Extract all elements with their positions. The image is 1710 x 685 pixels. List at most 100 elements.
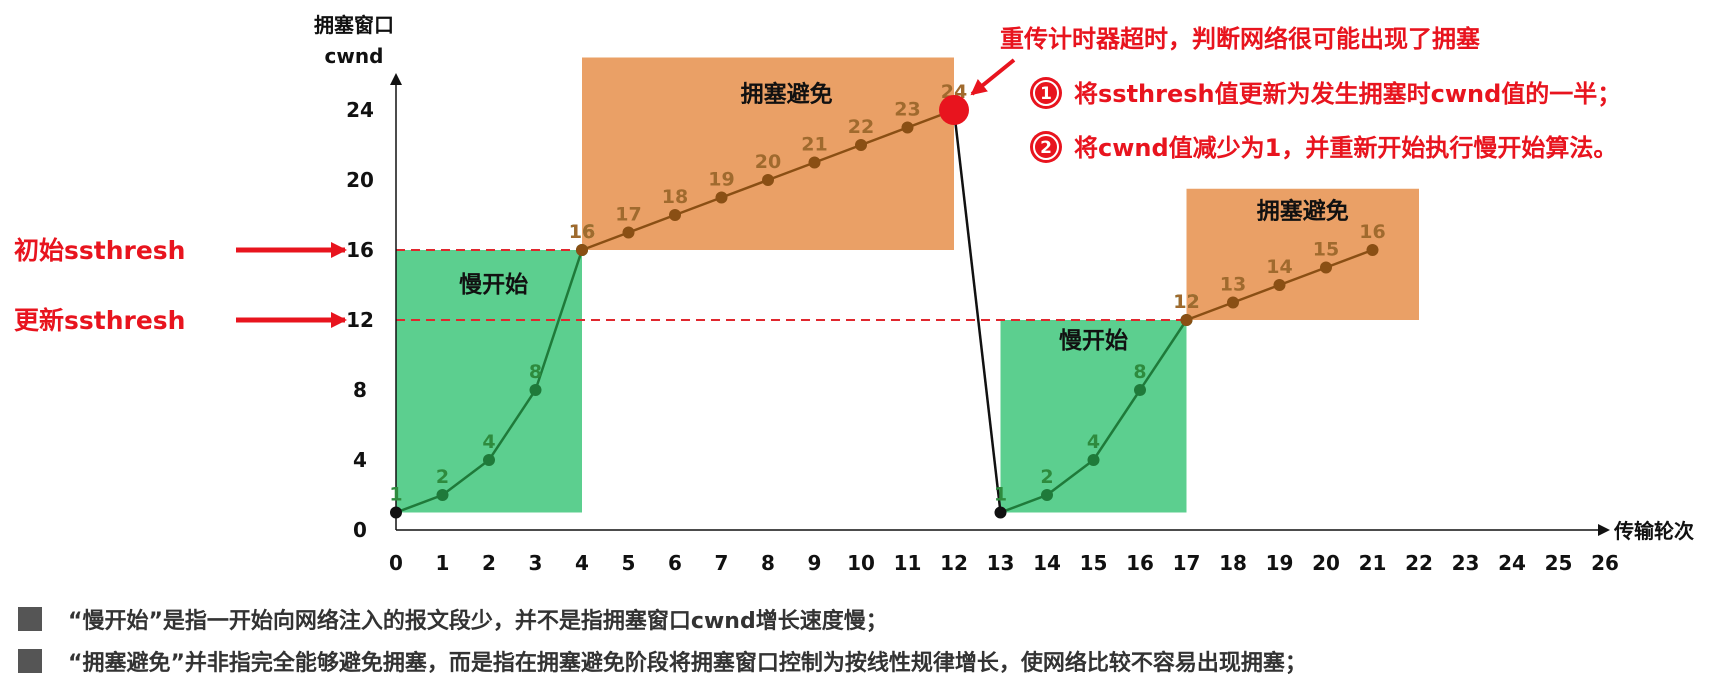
x-tick-22: 22 [1405, 551, 1433, 575]
region-label-2: 慢开始 [1059, 327, 1128, 354]
point-s1-3 [715, 191, 728, 204]
x-tick-2: 2 [482, 551, 496, 575]
point-s1-6 [855, 139, 867, 151]
point-label-s0-0: 1 [389, 484, 402, 506]
x-tick-25: 25 [1545, 551, 1573, 575]
point-label-s0-2: 4 [482, 431, 495, 453]
point-label-s1-3: 19 [708, 169, 734, 191]
point-label-s4-1: 13 [1220, 274, 1246, 296]
point-s1-4 [762, 174, 774, 186]
point-label-s3-4: 12 [1173, 291, 1199, 313]
x-tick-16: 16 [1126, 551, 1154, 575]
x-tick-15: 15 [1080, 551, 1108, 575]
region-congestion-avoidance-3 [1186, 188, 1419, 320]
x-tick-19: 19 [1266, 551, 1294, 575]
x-tick-7: 7 [715, 551, 729, 575]
point-label-s1-6: 22 [848, 116, 874, 138]
y-tick-4: 4 [353, 448, 367, 472]
y-tick-0: 0 [353, 518, 367, 542]
x-tick-21: 21 [1359, 551, 1387, 575]
ssthresh-label-1: 更新ssthresh [14, 306, 185, 335]
step-badge-ring-1 [1033, 80, 1059, 106]
point-s4-4 [1366, 244, 1379, 256]
bullet-square-icon [18, 607, 42, 631]
point-s0-0 [390, 506, 402, 519]
x-tick-11: 11 [894, 551, 922, 575]
point-label-s3-3: 8 [1133, 361, 1146, 383]
step-badge-num-2: 2 [1040, 138, 1052, 158]
point-s1-7 [901, 121, 914, 134]
note-slow-start-text: “慢开始”是指一开始向网络注入的报文段少，并不是指拥塞窗口cwnd增长速度慢； [68, 609, 888, 634]
point-label-s0-1: 2 [436, 466, 449, 488]
x-tick-17: 17 [1173, 551, 1201, 575]
point-label-s3-2: 4 [1087, 431, 1100, 453]
x-tick-23: 23 [1452, 551, 1480, 575]
point-s4-3 [1320, 261, 1332, 274]
annotation-step-1: 将ssthresh值更新为发生拥塞时cwnd值的一半； [1074, 80, 1621, 108]
point-s4-2 [1273, 279, 1286, 291]
point-label-s3-1: 2 [1040, 466, 1053, 488]
point-label-s4-2: 14 [1266, 256, 1292, 278]
point-label-s1-4: 20 [755, 151, 781, 173]
point-label-s1-0: 16 [569, 221, 595, 243]
point-label-s4-0: 12 [1173, 291, 1199, 313]
step-badge-ring-2 [1033, 134, 1059, 160]
region-slow-start-0 [396, 250, 582, 513]
y-tick-24: 24 [346, 98, 374, 122]
x-tick-6: 6 [668, 551, 682, 575]
x-tick-9: 9 [808, 551, 822, 575]
x-tick-26: 26 [1591, 551, 1619, 575]
region-label-0: 慢开始 [459, 271, 528, 298]
y-axis-title-line2: cwnd [325, 44, 384, 68]
region-slow-start-2 [1000, 320, 1187, 513]
point-s4-0 [1180, 314, 1193, 326]
x-tick-14: 14 [1033, 551, 1061, 575]
annotation-step-2: 将cwnd值减少为1，并重新开始执行慢开始算法。 [1074, 134, 1617, 162]
notes: “慢开始”是指一开始向网络注入的报文段少，并不是指拥塞窗口cwnd增长速度慢； … [18, 598, 1708, 682]
note-slow-start: “慢开始”是指一开始向网络注入的报文段少，并不是指拥塞窗口cwnd增长速度慢； [18, 598, 1708, 640]
annotation-title: 重传计时器超时，判断网络很可能出现了拥塞 [1000, 25, 1480, 53]
bullet-square-icon [18, 649, 42, 673]
x-tick-13: 13 [987, 551, 1015, 575]
point-s3-1 [1041, 489, 1053, 501]
y-tick-16: 16 [346, 238, 374, 262]
point-label-s1-7: 23 [894, 99, 920, 121]
x-tick-0: 0 [389, 551, 403, 575]
point-s0-2 [483, 454, 495, 466]
point-s1-2 [669, 209, 681, 221]
x-axis-title: 传输轮次 [1613, 519, 1694, 543]
region-label-1: 拥塞避免 [741, 80, 833, 107]
y-tick-8: 8 [353, 378, 367, 402]
x-tick-18: 18 [1219, 551, 1247, 575]
point-label-s3-0: 1 [994, 484, 1007, 506]
point-label-s4-4: 16 [1359, 221, 1385, 243]
x-tick-24: 24 [1498, 551, 1526, 575]
point-label-s0-4: 16 [569, 221, 595, 243]
point-s0-3 [529, 384, 542, 396]
y-axis-title-line1: 拥塞窗口 [314, 13, 394, 37]
region-congestion-avoidance-1 [582, 57, 954, 250]
timeout-arrow-icon [970, 58, 1016, 96]
x-tick-8: 8 [761, 551, 775, 575]
point-s0-1 [436, 489, 449, 501]
point-s1-5 [808, 156, 821, 169]
x-tick-4: 4 [575, 551, 589, 575]
region-label-3: 拥塞避免 [1257, 198, 1349, 225]
point-s1-0 [576, 244, 588, 256]
point-label-s1-5: 21 [801, 134, 827, 156]
point-label-s1-1: 17 [615, 204, 641, 226]
x-tick-20: 20 [1312, 551, 1340, 575]
ssthresh-label-0: 初始ssthresh [14, 236, 185, 265]
point-s4-1 [1227, 296, 1239, 309]
x-tick-10: 10 [847, 551, 875, 575]
point-s3-2 [1087, 454, 1100, 466]
point-s3-3 [1134, 384, 1146, 396]
x-tick-1: 1 [436, 551, 450, 575]
point-label-s4-3: 15 [1313, 239, 1339, 261]
note-congestion-avoidance-text: “拥塞避免”并非指完全能够避免拥塞，而是指在拥塞避免阶段将拥塞窗口控制为按线性规… [68, 651, 1307, 676]
series-line-2 [952, 109, 1002, 513]
x-tick-5: 5 [622, 551, 636, 575]
point-s3-0 [994, 506, 1007, 519]
x-tick-12: 12 [940, 551, 968, 575]
